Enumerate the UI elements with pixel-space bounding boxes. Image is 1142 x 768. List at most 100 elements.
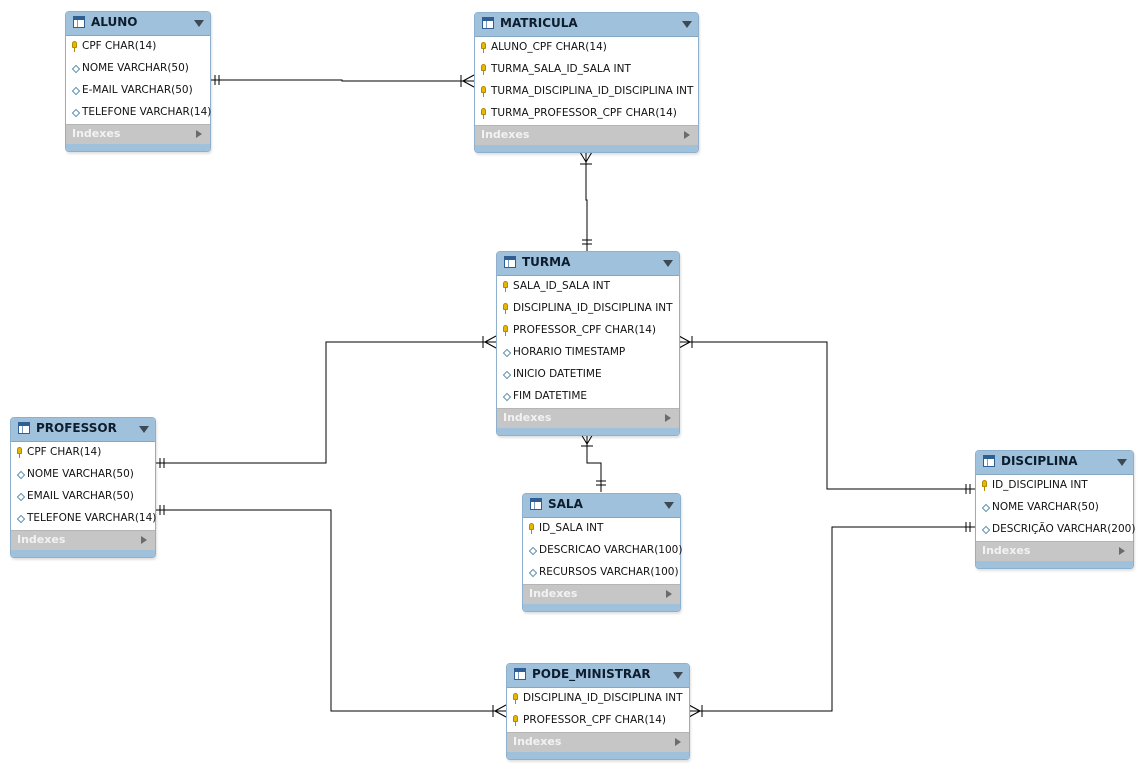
expand-arrow-icon[interactable] — [141, 536, 147, 544]
column-name: TURMA_SALA_ID_SALA INT — [491, 63, 631, 75]
column-row[interactable]: DESCRIÇÃO VARCHAR(200) — [976, 519, 1136, 541]
expand-arrow-icon[interactable] — [684, 131, 690, 139]
column-name: ID_SALA INT — [539, 522, 604, 534]
entity-matricula[interactable]: MATRICULA ALUNO_CPF CHAR(14) TURMA_SALA_… — [474, 12, 699, 153]
primary-key-icon — [481, 64, 486, 75]
column-row[interactable]: TURMA_SALA_ID_SALA INT — [475, 59, 698, 81]
column-row[interactable]: EMAIL VARCHAR(50) — [11, 486, 155, 508]
column-row[interactable]: PROFESSOR_CPF CHAR(14) — [497, 320, 679, 342]
entity-bottom-bar — [507, 752, 689, 759]
entity-header[interactable]: TURMA — [497, 252, 679, 276]
entity-turma[interactable]: TURMA SALA_ID_SALA INT DISCIPLINA_ID_DIS… — [496, 251, 680, 436]
collapse-arrow-icon[interactable] — [194, 20, 204, 27]
column-row[interactable]: TURMA_PROFESSOR_CPF CHAR(14) — [475, 103, 698, 125]
column-row[interactable]: FIM DATETIME — [497, 386, 679, 408]
entity-pode-ministrar[interactable]: PODE_MINISTRAR DISCIPLINA_ID_DISCIPLINA … — [506, 663, 690, 760]
indexes-section[interactable]: Indexes — [11, 530, 155, 550]
indexes-section[interactable]: Indexes — [523, 584, 680, 604]
column-name: CPF CHAR(14) — [82, 40, 157, 52]
indexes-section[interactable]: Indexes — [475, 125, 698, 145]
indexes-section[interactable]: Indexes — [66, 124, 210, 144]
primary-key-icon — [513, 693, 518, 704]
collapse-arrow-icon[interactable] — [673, 672, 683, 679]
entity-aluno[interactable]: ALUNO CPF CHAR(14) NOME VARCHAR(50) E-MA… — [65, 11, 211, 152]
indexes-section[interactable]: Indexes — [507, 732, 689, 752]
table-icon — [530, 498, 542, 510]
primary-key-icon — [17, 447, 22, 458]
attribute-diamond-icon — [71, 86, 81, 96]
column-row[interactable]: ID_SALA INT — [523, 518, 680, 540]
column-row[interactable]: TELEFONE VARCHAR(14) — [11, 508, 157, 530]
entity-disciplina[interactable]: DISCIPLINA ID_DISCIPLINA INT NOME VARCHA… — [975, 450, 1136, 569]
column-row[interactable]: PROFESSOR_CPF CHAR(14) — [507, 710, 689, 732]
column-row[interactable]: TURMA_DISCIPLINA_ID_DISCIPLINA INT — [475, 81, 698, 103]
column-row[interactable]: ID_DISCIPLINA INT — [976, 475, 1133, 497]
column-name: DESCRIÇÃO VARCHAR(200) — [992, 523, 1136, 535]
relationship-professor-pode-ministrar[interactable] — [155, 505, 507, 718]
column-row[interactable]: SALA_ID_SALA INT — [497, 276, 679, 298]
primary-key-icon — [503, 325, 508, 336]
entity-header[interactable]: ALUNO — [66, 12, 210, 36]
column-row[interactable]: E-MAIL VARCHAR(50) — [66, 80, 210, 102]
entity-title: SALA — [548, 497, 583, 511]
column-row[interactable]: DISCIPLINA_ID_DISCIPLINA INT — [507, 688, 689, 710]
attribute-diamond-icon — [16, 470, 26, 480]
column-name: DISCIPLINA_ID_DISCIPLINA INT — [513, 302, 673, 314]
entity-professor[interactable]: PROFESSOR CPF CHAR(14) NOME VARCHAR(50) … — [10, 417, 156, 558]
column-row[interactable]: DESCRICAO VARCHAR(100) — [523, 540, 682, 562]
entity-header[interactable]: PODE_MINISTRAR — [507, 664, 689, 688]
indexes-section[interactable]: Indexes — [976, 541, 1133, 561]
column-row[interactable]: HORARIO TIMESTAMP — [497, 342, 679, 364]
relationship-sala-turma[interactable] — [580, 433, 606, 492]
collapse-arrow-icon[interactable] — [139, 426, 149, 433]
expand-arrow-icon[interactable] — [665, 414, 671, 422]
column-row[interactable]: RECURSOS VARCHAR(100) — [523, 562, 680, 584]
entity-header[interactable]: PROFESSOR — [11, 418, 155, 442]
entity-title: PODE_MINISTRAR — [532, 667, 651, 681]
expand-arrow-icon[interactable] — [196, 130, 202, 138]
column-row[interactable]: TELEFONE VARCHAR(14) — [66, 102, 212, 124]
collapse-arrow-icon[interactable] — [663, 260, 673, 267]
entity-header[interactable]: SALA — [523, 494, 680, 518]
column-name: EMAIL VARCHAR(50) — [27, 490, 134, 502]
column-row[interactable]: NOME VARCHAR(50) — [66, 58, 210, 80]
indexes-section[interactable]: Indexes — [497, 408, 679, 428]
entity-sala[interactable]: SALA ID_SALA INT DESCRICAO VARCHAR(100) … — [522, 493, 682, 612]
column-row[interactable]: NOME VARCHAR(50) — [976, 497, 1133, 519]
column-row[interactable]: DISCIPLINA_ID_DISCIPLINA INT — [497, 298, 679, 320]
column-row[interactable]: INICIO DATETIME — [497, 364, 679, 386]
column-name: PROFESSOR_CPF CHAR(14) — [523, 714, 667, 726]
column-row[interactable]: CPF CHAR(14) — [11, 442, 155, 464]
relationship-disciplina-pode-ministrar[interactable] — [688, 522, 975, 718]
entity-header[interactable]: DISCIPLINA — [976, 451, 1133, 475]
indexes-label: Indexes — [982, 544, 1031, 557]
entity-header[interactable]: MATRICULA — [475, 13, 698, 37]
table-icon — [504, 256, 516, 268]
relationship-aluno-matricula[interactable] — [210, 74, 475, 88]
column-name: RECURSOS VARCHAR(100) — [539, 566, 679, 578]
column-row[interactable]: ALUNO_CPF CHAR(14) — [475, 37, 698, 59]
column-name: TURMA_DISCIPLINA_ID_DISCIPLINA INT — [491, 85, 694, 97]
primary-key-icon — [72, 41, 77, 52]
column-name: FIM DATETIME — [513, 390, 588, 402]
column-row[interactable]: NOME VARCHAR(50) — [11, 464, 155, 486]
attribute-diamond-icon — [71, 108, 81, 118]
attribute-diamond-icon — [981, 525, 991, 535]
primary-key-icon — [503, 303, 508, 314]
table-icon — [482, 17, 494, 29]
expand-arrow-icon[interactable] — [666, 590, 672, 598]
attribute-diamond-icon — [502, 370, 512, 380]
column-row[interactable]: CPF CHAR(14) — [66, 36, 210, 58]
column-name: TELEFONE VARCHAR(14) — [82, 106, 212, 118]
expand-arrow-icon[interactable] — [675, 738, 681, 746]
relationship-disciplina-turma[interactable] — [678, 335, 975, 494]
expand-arrow-icon[interactable] — [1119, 547, 1125, 555]
relationship-professor-turma[interactable] — [155, 335, 497, 468]
collapse-arrow-icon[interactable] — [1117, 459, 1127, 466]
column-name: TELEFONE VARCHAR(14) — [27, 512, 157, 524]
relationship-turma-matricula[interactable] — [579, 151, 593, 251]
indexes-label: Indexes — [481, 128, 530, 141]
collapse-arrow-icon[interactable] — [664, 502, 674, 509]
collapse-arrow-icon[interactable] — [682, 21, 692, 28]
